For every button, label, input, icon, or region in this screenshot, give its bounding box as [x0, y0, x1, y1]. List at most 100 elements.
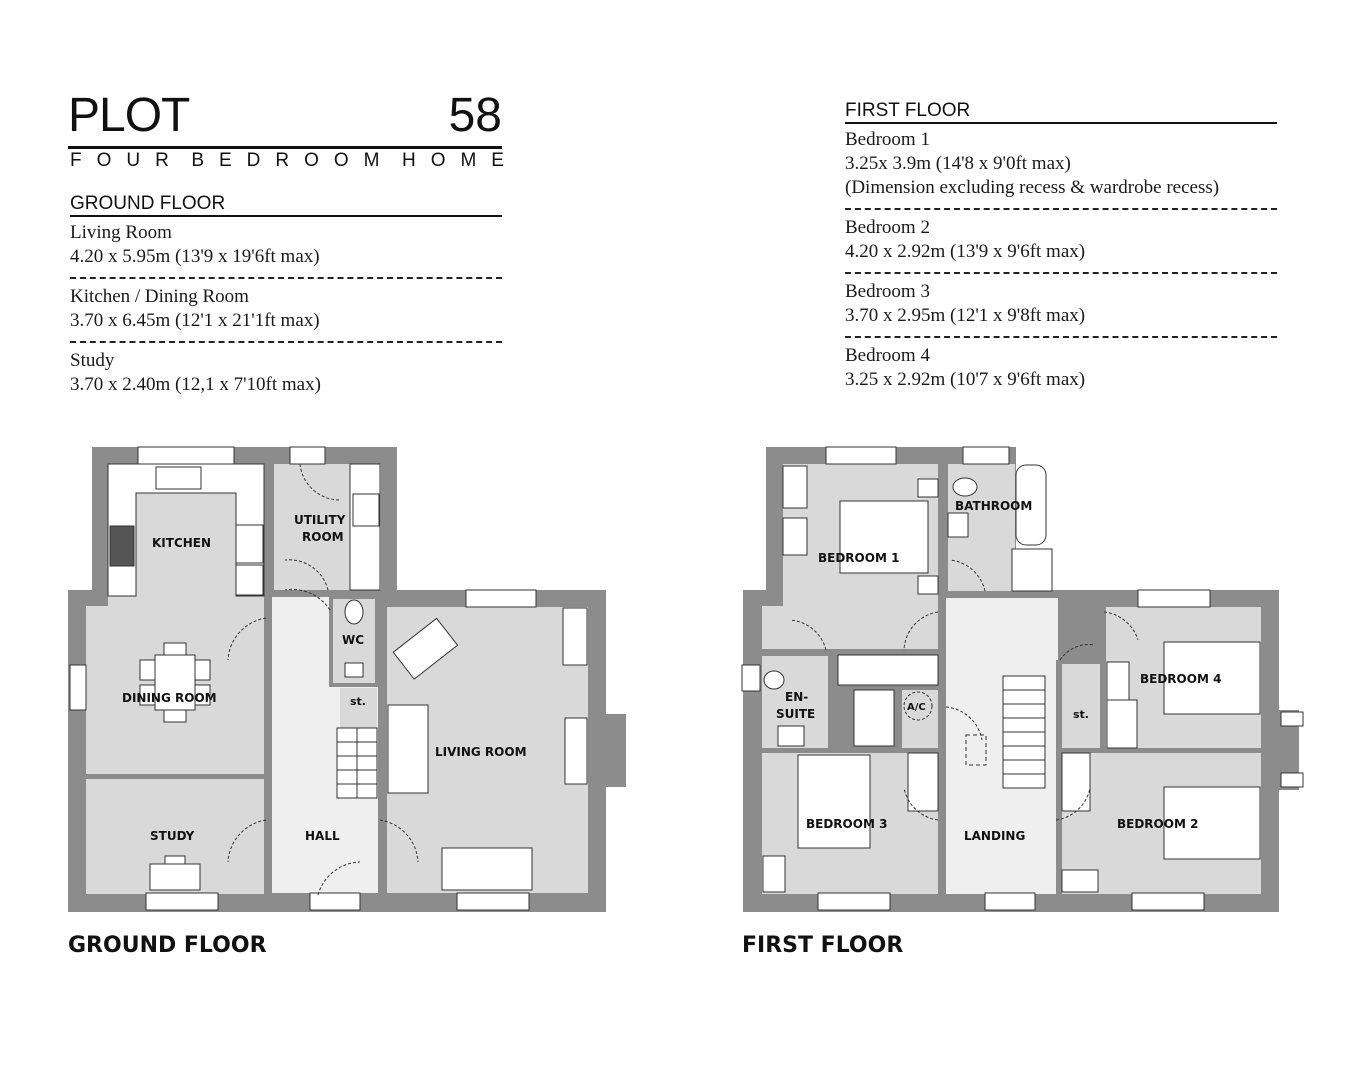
- utility-sink-icon: [352, 493, 380, 527]
- room-name: Bedroom 1: [845, 129, 930, 150]
- store-label: st.: [1073, 708, 1089, 721]
- plot-label: PLOT: [68, 89, 190, 142]
- room-dimensions: 3.70 x 2.40m (12,1 x 7'10ft max): [70, 374, 321, 395]
- first-room-labels: BEDROOM 1 BATHROOM EN- SUITE A/C st. BED…: [776, 499, 1221, 843]
- room-dimensions: 3.25x 3.9m (14'8 x 9'0ft max): [845, 153, 1071, 174]
- chimney: [1279, 710, 1299, 790]
- ground-floor-plan: KITCHEN UTILITY ROOM WC st. DINING ROOM …: [68, 446, 626, 958]
- first-windows: [741, 446, 1304, 911]
- room-name: Bedroom 3: [845, 281, 930, 302]
- ground-floor-specs: GROUND FLOOR Living Room 4.20 x 5.95m (1…: [70, 193, 502, 397]
- room-dimensions: 3.70 x 6.45m (12'1 x 21'1ft max): [70, 310, 320, 331]
- bathroom-label: BATHROOM: [955, 499, 1032, 513]
- wardrobe-recess: [837, 654, 939, 686]
- room-spec: Bedroom 3 3.70 x 2.95m (12'1 x 9'8ft max…: [845, 280, 1277, 328]
- utility-label-1: UTILITY: [294, 513, 346, 527]
- store-floor: [340, 688, 377, 728]
- room-name: Living Room: [70, 222, 172, 243]
- subtitle-word: FOUR: [70, 150, 184, 171]
- dashed-divider: [845, 272, 1277, 274]
- ensuite-label-1: EN-: [785, 690, 808, 704]
- bathroom-fixtures: [763, 464, 1053, 747]
- bed-1: [839, 500, 929, 574]
- dining-table: [139, 642, 211, 723]
- landing-label: LANDING: [964, 829, 1025, 843]
- fireplace: [564, 717, 588, 785]
- dining-label: DINING ROOM: [122, 691, 217, 705]
- airing-cupboard-floor: [902, 690, 938, 748]
- basin-icon: [947, 512, 969, 538]
- dashed-divider: [70, 341, 502, 343]
- study-desk: [149, 855, 201, 891]
- chimney: [606, 714, 626, 787]
- first-floor-caption: FIRST FLOOR: [742, 933, 903, 958]
- ground-room-labels: KITCHEN UTILITY ROOM WC st. DINING ROOM …: [122, 513, 527, 843]
- ground-floor-heading: GROUND FLOOR: [70, 193, 502, 217]
- room-spec: Bedroom 2 4.20 x 2.92m (13'9 x 9'6ft max…: [845, 216, 1277, 264]
- tv-unit: [562, 607, 588, 666]
- bedroom2-label: BEDROOM 2: [1117, 817, 1198, 831]
- ground-stairs: [336, 727, 378, 799]
- bedroom4-label: BEDROOM 4: [1140, 672, 1221, 686]
- kitchen-units: [107, 463, 265, 597]
- plot-number: 58: [448, 89, 502, 142]
- bedroom3-label: BEDROOM 3: [806, 817, 887, 831]
- loft-hatch: [965, 734, 987, 766]
- dashed-divider: [845, 336, 1277, 338]
- room-name: Bedroom 2: [845, 217, 930, 238]
- internal-walls: [86, 464, 386, 894]
- room-spec: Bedroom 4 3.25 x 2.92m (10'7 x 9'6ft max…: [845, 344, 1277, 392]
- sink-icon: [155, 466, 202, 490]
- hall-label: HALL: [305, 829, 340, 843]
- store-label: st.: [350, 695, 366, 708]
- sofa-side: [387, 704, 429, 794]
- room-spec: Study 3.70 x 2.40m (12,1 x 7'10ft max): [70, 349, 502, 397]
- bed-2: [1163, 786, 1261, 860]
- subtitle-word: HOME: [401, 150, 519, 171]
- wc-label: WC: [342, 633, 364, 647]
- room-spec: Kitchen / Dining Room 3.70 x 6.45m (12'1…: [70, 285, 502, 333]
- kitchen-label: KITCHEN: [152, 536, 211, 550]
- first-internal-walls: [762, 464, 1261, 894]
- home-type-subtitle: FOUR BEDROOM HOME: [70, 150, 504, 172]
- bedroom1-label: BEDROOM 1: [818, 551, 899, 565]
- wc-fixtures: [344, 599, 364, 678]
- room-note: (Dimension excluding recess & wardrobe r…: [845, 177, 1220, 198]
- room-dimensions: 4.20 x 5.95m (13'9 x 19'6ft max): [70, 246, 320, 267]
- utility-label-2: ROOM: [302, 530, 344, 544]
- armchair: [392, 617, 459, 680]
- ensuite-toilet-icon: [763, 670, 785, 690]
- bed-3: [797, 754, 871, 849]
- living-label: LIVING ROOM: [435, 745, 527, 759]
- toilet-icon: [952, 477, 978, 497]
- room-dimensions: 4.20 x 2.92m (13'9 x 9'6ft max): [845, 241, 1086, 262]
- plot-title: PLOT 58: [68, 88, 502, 149]
- hob-icon: [109, 525, 135, 567]
- ensuite-label-2: SUITE: [776, 707, 815, 721]
- ensuite-shower-icon: [853, 689, 895, 747]
- room-dimensions: 3.70 x 2.95m (12'1 x 9'8ft max): [845, 305, 1086, 326]
- first-stairs: [965, 675, 1046, 789]
- room-name: Study: [70, 350, 115, 371]
- first-floor-specs: FIRST FLOOR Bedroom 1 3.25x 3.9m (14'8 x…: [845, 100, 1277, 392]
- bedroom-furniture: [762, 465, 1261, 893]
- first-floor-heading: FIRST FLOOR: [845, 100, 1277, 124]
- bed-4: [1163, 641, 1261, 715]
- study-label: STUDY: [150, 829, 195, 843]
- room-dimensions: 3.25 x 2.92m (10'7 x 9'6ft max): [845, 369, 1086, 390]
- shower-icon: [1011, 548, 1053, 592]
- airing-cupboard-label: A/C: [907, 702, 926, 713]
- living-furniture: [387, 607, 588, 891]
- room-spec: Bedroom 1 3.25x 3.9m (14'8 x 9'0ft max) …: [845, 124, 1277, 200]
- first-door-swings: [789, 559, 1139, 821]
- room-spec: Living Room 4.20 x 5.95m (13'9 x 19'6ft …: [70, 217, 502, 269]
- room-name: Bedroom 4: [845, 345, 930, 366]
- subtitle-word: BEDROOM: [191, 150, 395, 171]
- ground-floor-caption: GROUND FLOOR: [68, 933, 267, 958]
- utility-units: [349, 463, 381, 591]
- dashed-divider: [845, 208, 1277, 210]
- ensuite-basin-icon: [777, 725, 805, 747]
- room-name: Kitchen / Dining Room: [70, 286, 249, 307]
- store-floor: [1062, 664, 1100, 748]
- bath-icon: [1015, 464, 1047, 546]
